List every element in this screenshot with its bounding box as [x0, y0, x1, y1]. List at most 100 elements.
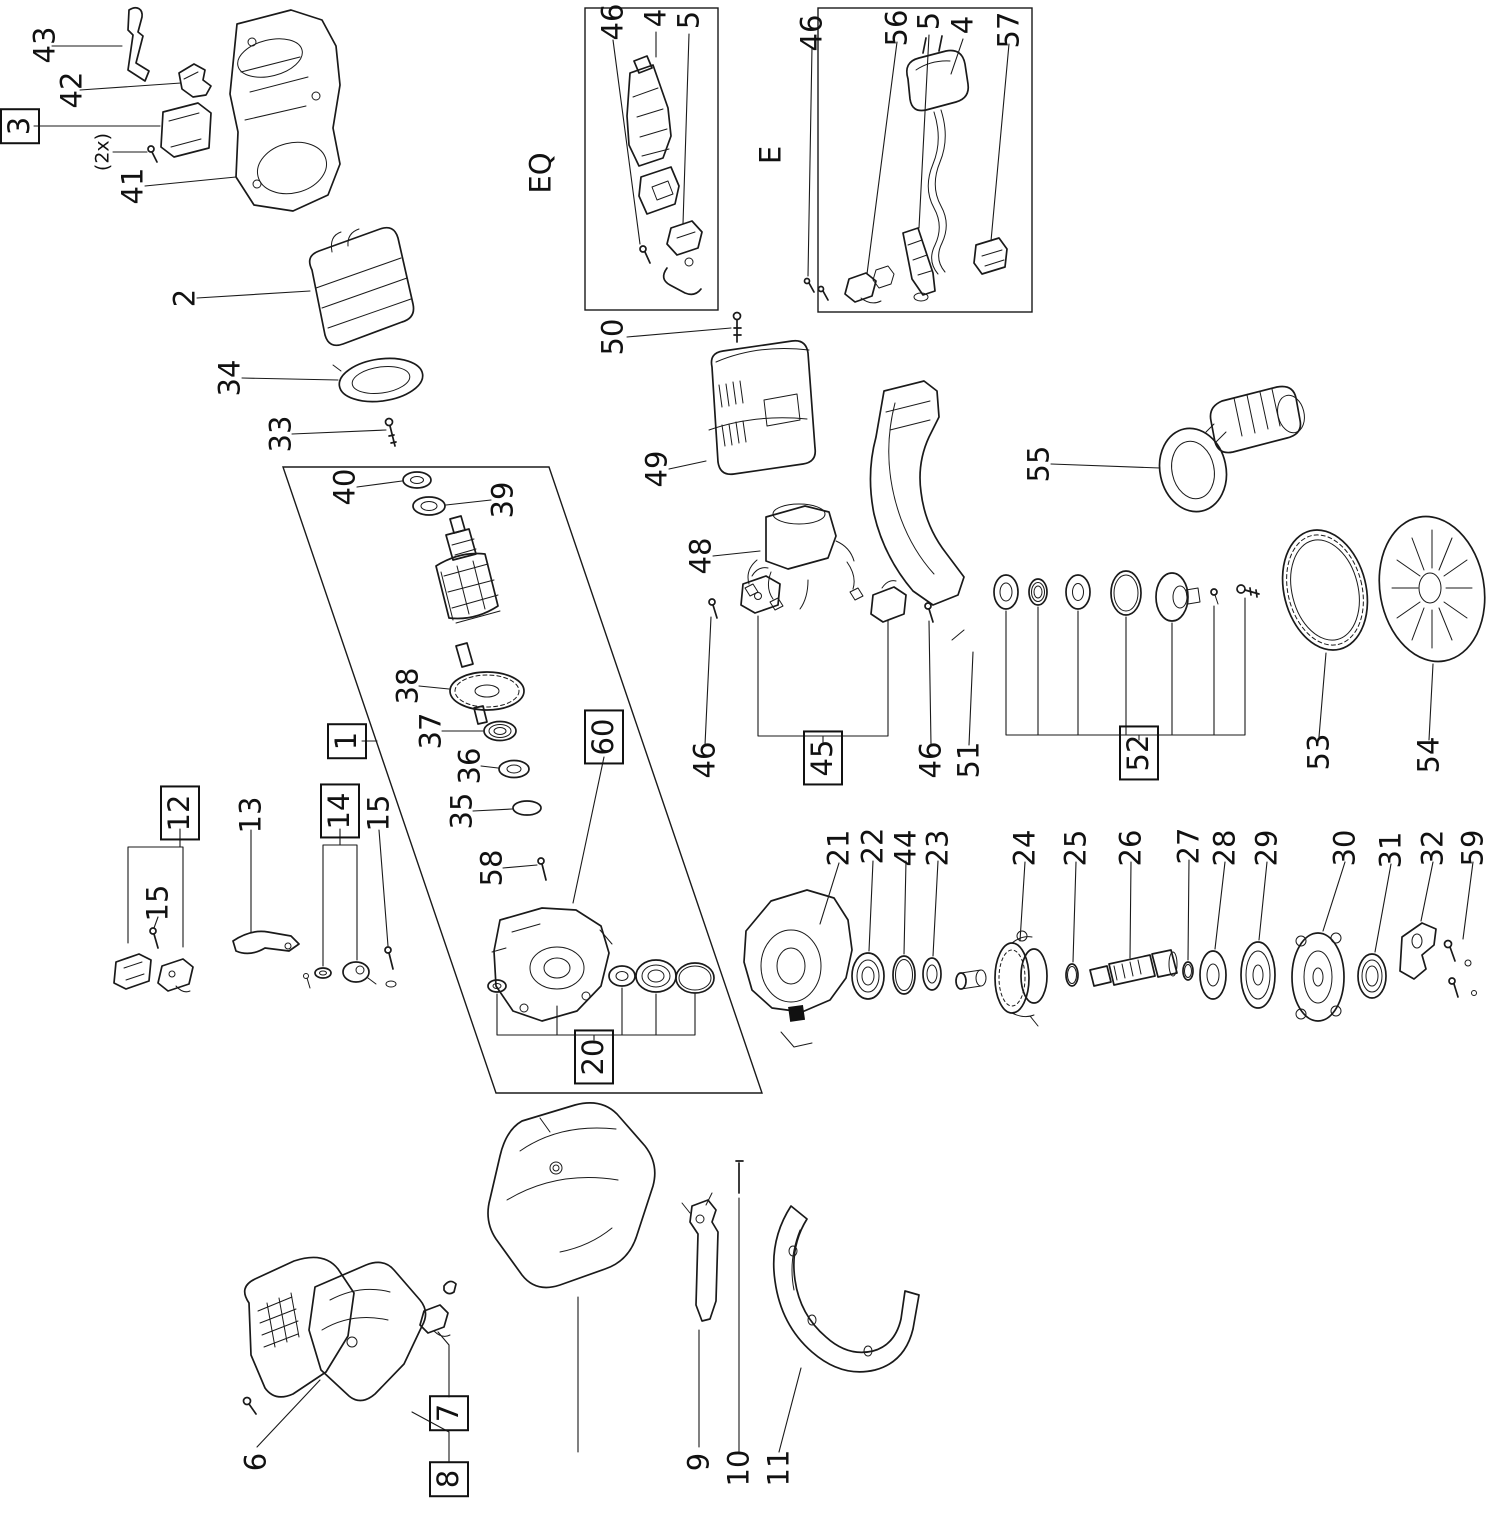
- part-11-guard-band: [772, 1205, 920, 1373]
- part-54-backing-pad: [1378, 515, 1486, 663]
- part-39-washer: [412, 496, 446, 516]
- part-44-oring: [892, 955, 916, 995]
- part-label-43: 43: [27, 26, 62, 64]
- part-label-51: 51: [951, 741, 986, 779]
- part-58-screw: [537, 857, 547, 881]
- part-31-bearing: [1357, 953, 1387, 999]
- part-53-clamping-ring: [1281, 529, 1369, 651]
- armature-group-frame: [282, 466, 763, 1094]
- part-label-46: 46: [913, 741, 948, 779]
- part-label-2x: (2x): [91, 132, 114, 172]
- part-49-motor-housing: [708, 339, 817, 476]
- part-23-washer: [922, 957, 942, 991]
- part-32-bracket: [1399, 922, 1437, 980]
- part-label-2: 2: [167, 288, 202, 308]
- part-label-59: 59: [1455, 829, 1490, 867]
- part-label-6: 6: [238, 1452, 273, 1472]
- part-34-bearing-shield: [332, 357, 424, 403]
- part-10-pin: [735, 1160, 744, 1194]
- part-27-ring: [1182, 961, 1194, 981]
- part-14-cam-parts: [303, 946, 397, 989]
- part-label-35: 35: [444, 792, 479, 830]
- part-label-32: 32: [1415, 829, 1450, 867]
- part-label-9: 9: [681, 1452, 716, 1472]
- part-label-14: 14: [320, 783, 360, 839]
- part-26-spindle: [1089, 949, 1178, 987]
- part-51-rear-handle: [869, 380, 965, 641]
- part-12-switch-parts: [113, 927, 194, 993]
- part-59-screws: [1443, 939, 1477, 998]
- part-label-34: 34: [212, 359, 247, 397]
- part-label-48: 48: [683, 537, 718, 575]
- part-label-7: 7: [429, 1394, 469, 1432]
- part-label-27: 27: [1171, 827, 1206, 865]
- part-label-45: 45: [803, 730, 843, 786]
- part-label-8: 8: [429, 1460, 469, 1498]
- part-guard-cover: [487, 1102, 656, 1289]
- part-45-brush-holders: [740, 567, 907, 623]
- part-50-screw: [732, 311, 742, 343]
- part-drawings: [113, 7, 1486, 1415]
- part-label-4: 4: [638, 8, 673, 28]
- part-25-oring: [1065, 963, 1079, 987]
- part-42-bracket: [178, 63, 212, 98]
- part-label-12: 12: [160, 785, 200, 841]
- part-label-33: 33: [263, 415, 298, 453]
- part-46-eq-screw: [639, 245, 651, 264]
- part-label-26: 26: [1113, 829, 1148, 867]
- part-label-20: 20: [574, 1029, 614, 1085]
- part-spacer-sleeve: [955, 969, 987, 990]
- part-56-cable-clamp: [844, 265, 895, 304]
- part-label-50: 50: [595, 318, 630, 356]
- part-label-31: 31: [1373, 831, 1408, 869]
- part-label-52: 52: [1119, 725, 1159, 781]
- part-57-cap: [973, 237, 1008, 275]
- part-label-60: 60: [584, 709, 624, 765]
- part-label-41: 41: [115, 167, 150, 205]
- part-22-bearing: [851, 952, 885, 1000]
- part-label-53: 53: [1301, 733, 1336, 771]
- part-55-side-handle: [1158, 385, 1305, 513]
- part-label-5: 5: [671, 10, 706, 30]
- part-label-39: 39: [485, 481, 520, 519]
- part-label-56: 56: [879, 9, 914, 47]
- part-label-44: 44: [888, 829, 923, 867]
- part-label-1: 1: [327, 722, 367, 760]
- part-label-46: 46: [687, 741, 722, 779]
- part-label-28: 28: [1207, 829, 1242, 867]
- part-35-ring: [512, 800, 542, 816]
- part-36-washer: [498, 759, 530, 779]
- part-label-46: 46: [794, 14, 829, 52]
- part-13-lever: [232, 930, 300, 955]
- part-label-46: 46: [595, 3, 630, 41]
- part-43-lever: [127, 7, 150, 82]
- part-label-15: 15: [361, 794, 396, 832]
- assembly-frames: [282, 7, 1033, 1094]
- part-label-EQ: EQ: [523, 152, 558, 194]
- part-label-23: 23: [920, 829, 955, 867]
- part-9-clamping-lever: [681, 1192, 719, 1322]
- part-4-plugit-connector: [626, 55, 680, 215]
- part-46-e-screws: [803, 277, 829, 301]
- part-5-eq-sleeve: [662, 220, 703, 296]
- part-29-disc: [1240, 941, 1276, 1009]
- part-label-36: 36: [452, 747, 487, 785]
- part-label-42: 42: [54, 71, 89, 109]
- part-label-3: 3: [0, 107, 40, 145]
- part-label-37: 37: [413, 712, 448, 750]
- part-label-54: 54: [1411, 736, 1446, 774]
- part-label-21: 21: [821, 829, 856, 867]
- part-4-e-plug: [905, 35, 970, 275]
- part-28-washer: [1199, 950, 1227, 1000]
- part-40-bearing: [402, 471, 432, 489]
- part-46-brush-screws: [708, 598, 934, 623]
- part-3-switch: [147, 102, 212, 163]
- part-24-gear-assembly: [994, 930, 1048, 1027]
- part-label-5: 5: [911, 11, 946, 31]
- part-label-30: 30: [1327, 829, 1362, 867]
- part-label-55: 55: [1021, 445, 1056, 483]
- part-label-11: 11: [761, 1449, 796, 1487]
